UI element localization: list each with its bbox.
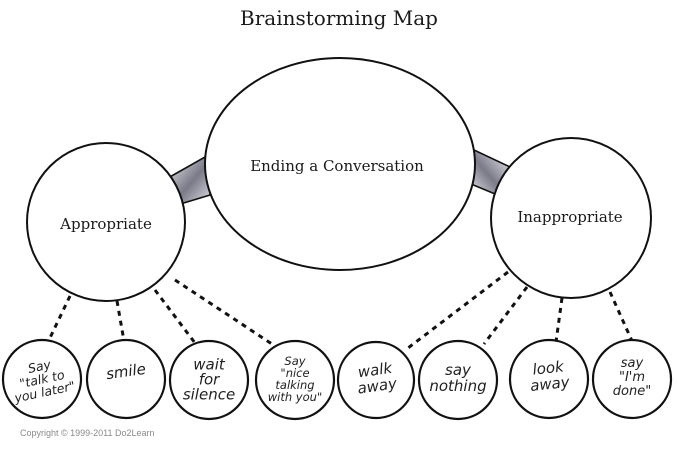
idea-text: say nothing — [429, 361, 487, 395]
branch-label-inappropriate: Inappropriate — [517, 208, 623, 226]
idea-circle — [168, 339, 250, 421]
idea-text: look away — [529, 357, 571, 395]
idea-text: walk away — [356, 358, 398, 398]
copyright-text: Copyright © 1999-2011 Do2Learn — [20, 428, 155, 438]
idea-circle — [1, 338, 83, 420]
idea-text: smile — [104, 359, 147, 384]
idea-circle — [591, 338, 673, 420]
dash-line — [407, 270, 509, 350]
idea-text: wait for silence — [182, 355, 236, 404]
idea-circle — [254, 339, 336, 421]
dash-line — [115, 300, 126, 342]
map-title: Brainstorming Map — [240, 6, 438, 30]
branch-circle-inappropriate — [490, 137, 652, 299]
central-topic-label: Ending a Conversation — [250, 157, 424, 175]
idea-circle — [336, 340, 416, 420]
branch-label-appropriate: Appropriate — [60, 215, 152, 233]
dash-line — [174, 278, 273, 346]
dash-line — [554, 297, 564, 343]
dash-line — [153, 289, 197, 344]
central-ellipse — [204, 57, 476, 271]
dash-line — [608, 291, 634, 342]
idea-circle — [85, 338, 167, 420]
branch-circle-appropriate — [26, 142, 186, 302]
idea-text: say "I'm done" — [612, 356, 652, 399]
dash-line — [482, 286, 529, 345]
dash-line — [46, 295, 72, 343]
idea-text: Say "nice talking with you" — [267, 354, 323, 404]
idea-circle — [417, 339, 499, 421]
idea-circle — [508, 338, 590, 420]
